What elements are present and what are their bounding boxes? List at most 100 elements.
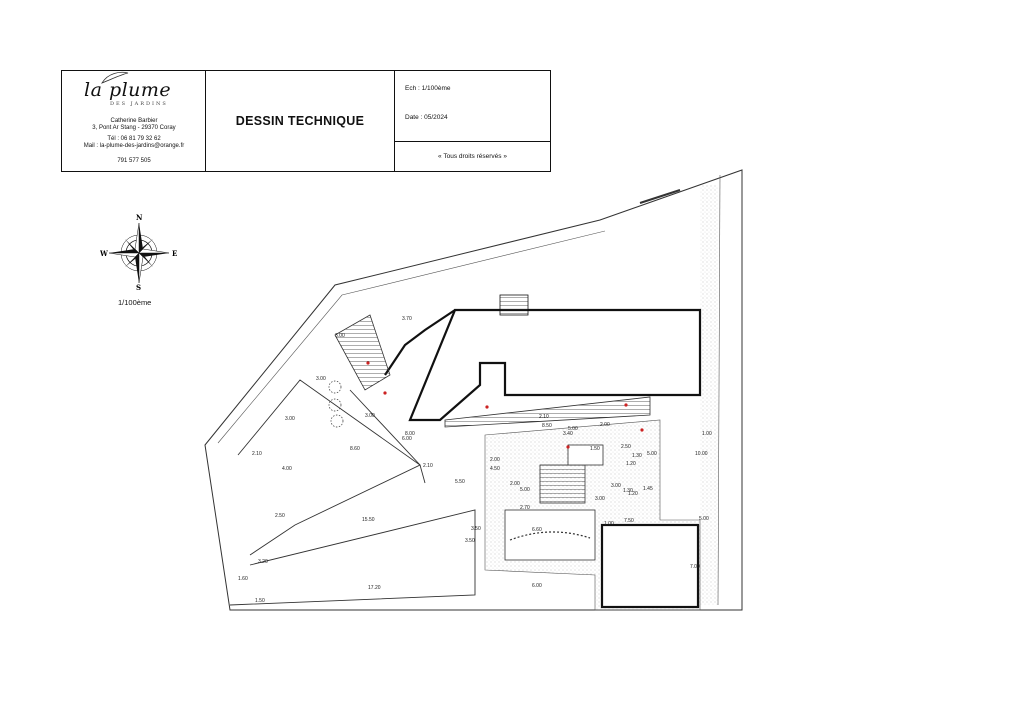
dimension-label: 1.00 bbox=[604, 521, 614, 527]
shrub-3 bbox=[330, 414, 344, 428]
dimension-label: 1.50 bbox=[255, 598, 265, 604]
terrace-deck bbox=[444, 396, 651, 428]
garden-wall-a bbox=[237, 379, 421, 556]
dimension-label: 3.70 bbox=[402, 316, 412, 322]
dimension-label: 6.00 bbox=[532, 583, 542, 589]
dimension-label: 3.00 bbox=[595, 496, 605, 502]
dimension-label: 2.10 bbox=[423, 463, 433, 469]
red-marker-1 bbox=[366, 361, 370, 365]
dimension-label: 15.50 bbox=[362, 517, 375, 523]
dimension-label: 5.50 bbox=[455, 479, 465, 485]
compass-e: E bbox=[172, 249, 177, 258]
dimension-label: 8.60 bbox=[350, 446, 360, 452]
lower-patio bbox=[504, 509, 596, 561]
info-divider bbox=[395, 141, 550, 142]
dimension-label: 3.00 bbox=[335, 333, 345, 339]
dimension-label: 1.60 bbox=[238, 576, 248, 582]
info-cell: Ech : 1/100ème Date : 05/2024 « Tous dro… bbox=[395, 71, 550, 171]
dimension-label: 1.50 bbox=[590, 446, 600, 452]
dimension-label: 7.50 bbox=[624, 518, 634, 524]
dimension-label: 6.60 bbox=[532, 527, 542, 533]
dimension-label: 3.40 bbox=[563, 431, 573, 437]
dimension-label: 5.00 bbox=[699, 516, 709, 522]
title-cell: DESSIN TECHNIQUE bbox=[206, 71, 395, 171]
contact-mail: Mail : la-plume-des-jardins@orange.fr bbox=[83, 143, 185, 149]
dimension-label: 1.20 bbox=[628, 491, 638, 497]
contact-name: Catherine Barbier bbox=[110, 118, 158, 124]
dimension-label: 8.00 bbox=[405, 431, 415, 437]
contact-siret: 791 577 505 bbox=[117, 158, 151, 164]
gravel-strip-right bbox=[700, 185, 718, 605]
gate-line bbox=[639, 189, 681, 204]
red-marker-5 bbox=[566, 445, 570, 449]
feather-logo-icon bbox=[101, 71, 129, 84]
house-wall-diagonal bbox=[384, 309, 456, 376]
dimension-label: 7.00 bbox=[690, 564, 700, 570]
dimension-label: 3.50 bbox=[465, 538, 475, 544]
dimension-label: 2.00 bbox=[490, 457, 500, 463]
dimension-labels: 3.70 3.00 3.00 3.00 2.10 4.00 8.60 6.00 3.00 8.00… bbox=[238, 316, 712, 604]
plan-scale-label: 1/100ème bbox=[118, 298, 152, 307]
street-line-right bbox=[717, 174, 721, 606]
street-edge-line bbox=[217, 230, 606, 444]
drawing-title: DESSIN TECHNIQUE bbox=[235, 114, 365, 128]
dimension-label: 4.00 bbox=[282, 466, 292, 472]
parcel-boundary bbox=[204, 169, 743, 611]
dimension-label: 1.20 bbox=[626, 461, 636, 467]
dimension-label: 3.00 bbox=[316, 376, 326, 382]
contact-phone: Tél : 06 81 79 32 62 bbox=[107, 136, 161, 142]
curved-edge bbox=[509, 531, 591, 541]
logo-name: la plume bbox=[84, 79, 172, 101]
dimension-label: 1.00 bbox=[702, 431, 712, 437]
dimension-label: 3.20 bbox=[258, 559, 268, 565]
logo-tagline: DES JARDINS bbox=[110, 101, 168, 107]
site-plan: 3.70 3.00 3.00 3.00 2.10 4.00 8.60 6.00 3.00 8.00… bbox=[204, 169, 743, 611]
dimension-label: 2.50 bbox=[621, 444, 631, 450]
dimension-label: 2.10 bbox=[252, 451, 262, 457]
central-stairs bbox=[539, 464, 586, 504]
dimension-label: 17.20 bbox=[368, 585, 381, 591]
dimension-label: 6.00 bbox=[402, 436, 412, 442]
dimension-label: 2.00 bbox=[600, 422, 610, 428]
dimension-label: 5.00 bbox=[647, 451, 657, 457]
title-block: la plume DES JARDINS Catherine Barbier 3… bbox=[61, 70, 551, 172]
dimension-label: 2.50 bbox=[275, 513, 285, 519]
red-marker-4 bbox=[640, 428, 644, 432]
dimension-label: 1.30 bbox=[623, 488, 633, 494]
compass-rose-icon: N S E W bbox=[100, 213, 177, 292]
dimension-label: 2.70 bbox=[520, 505, 530, 511]
red-marker-3 bbox=[624, 403, 628, 407]
scale-info: Ech : 1/100ème bbox=[405, 85, 451, 92]
shrub-2 bbox=[328, 398, 342, 412]
shrub-1 bbox=[328, 380, 342, 394]
dimension-label: 3.50 bbox=[471, 526, 481, 532]
garden-wall-b bbox=[229, 509, 476, 606]
dimension-label: 10.00 bbox=[695, 451, 708, 457]
dimension-label: 2.10 bbox=[539, 414, 549, 420]
dimension-label: 5.00 bbox=[520, 487, 530, 493]
compass-w: W bbox=[100, 249, 108, 258]
garage bbox=[600, 523, 700, 609]
contact-address: 3, Pont Ar Stang - 29370 Coray bbox=[92, 125, 176, 131]
dimension-label: 2.00 bbox=[510, 481, 520, 487]
rights-notice: « Tous droits réservés » bbox=[438, 153, 507, 160]
compass-n: N bbox=[136, 213, 143, 222]
compass-s: S bbox=[136, 283, 141, 292]
dimension-label: 1.30 bbox=[632, 453, 642, 459]
dimension-label: 3.00 bbox=[365, 413, 375, 419]
dimension-label: 3.00 bbox=[285, 416, 295, 422]
entry-steps bbox=[499, 294, 529, 316]
red-marker-6 bbox=[383, 391, 387, 395]
wooden-stairs-left bbox=[334, 314, 391, 391]
dimension-label: 1.45 bbox=[643, 486, 653, 492]
date-info: Date : 05/2024 bbox=[405, 114, 448, 121]
dimension-label: 3.00 bbox=[611, 483, 621, 489]
red-marker-2 bbox=[485, 405, 489, 409]
dimension-label: 8.50 bbox=[542, 423, 552, 429]
garden-wall-c bbox=[349, 389, 426, 484]
house-outline bbox=[408, 308, 702, 422]
dimension-label: 5.00 bbox=[568, 426, 578, 432]
step-block-b bbox=[567, 444, 604, 466]
dimension-label: 4.50 bbox=[490, 466, 500, 472]
logo-cell: la plume DES JARDINS Catherine Barbier 3… bbox=[62, 71, 206, 171]
